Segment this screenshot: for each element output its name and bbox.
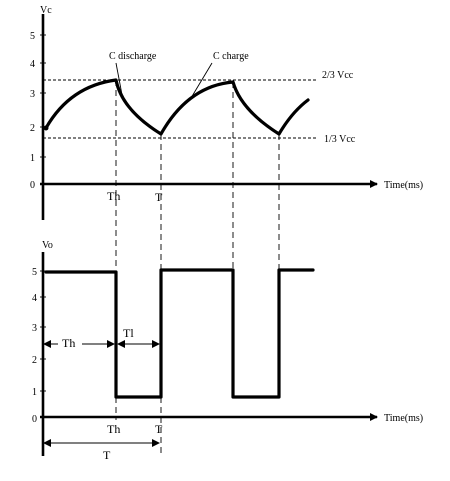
vc-tick-2: 2: [30, 123, 35, 134]
vc-x-axis-title: Time(ms): [384, 180, 423, 191]
vo-tick-4: 4: [32, 293, 37, 304]
vo-y-ticks: 5 4 3 2 1 0: [32, 267, 46, 425]
capacitor-waveform: [44, 78, 310, 136]
top-t-mark: T: [155, 190, 163, 204]
vo-y-axis-title: Vo: [42, 240, 53, 251]
upper-threshold-label: 2/3 Vcc: [322, 70, 354, 81]
bottom-t-mark: T: [155, 422, 163, 436]
charge-pointer: [190, 62, 213, 99]
output-voltage-plot: Vo 5 4 3 2 1 0 Time(ms) Th Tl: [32, 240, 423, 462]
top-th-mark: Th: [107, 189, 120, 203]
vo-x-axis-title: Time(ms): [384, 413, 423, 424]
waveform-start-dot: [43, 125, 49, 131]
th-span-label-bg: [58, 334, 82, 350]
vc-tick-5: 5: [30, 31, 35, 42]
th-span-label: Th: [62, 336, 75, 350]
vo-tick-2: 2: [32, 355, 37, 366]
lower-threshold-label: 1/3 Vcc: [324, 134, 356, 145]
vc-tick-0: 0: [30, 180, 35, 191]
tl-span-label: Tl: [123, 326, 134, 340]
alignment-guides: [115, 80, 280, 270]
capacitor-voltage-plot: Vc 5 4 3 2 1 0 Time(ms) 2/3 Vcc 1/3 Vcc …: [30, 5, 423, 220]
vo-tick-3: 3: [32, 323, 37, 334]
vo-tick-0: 0: [32, 414, 37, 425]
vo-tick-1: 1: [32, 387, 37, 398]
output-square-wave: [44, 268, 315, 399]
discharge-label: C discharge: [109, 51, 157, 62]
vc-tick-1: 1: [30, 153, 35, 164]
period-label: T: [103, 448, 111, 462]
vc-y-ticks: 5 4 3 2 1 0: [30, 31, 46, 191]
bottom-th-mark: Th: [107, 422, 120, 436]
vc-tick-3: 3: [30, 89, 35, 100]
vo-tick-5: 5: [32, 267, 37, 278]
vc-tick-4: 4: [30, 59, 35, 70]
vc-y-axis-title: Vc: [40, 5, 52, 16]
discharge-pointer: [115, 62, 124, 101]
charge-label: C charge: [213, 51, 249, 62]
